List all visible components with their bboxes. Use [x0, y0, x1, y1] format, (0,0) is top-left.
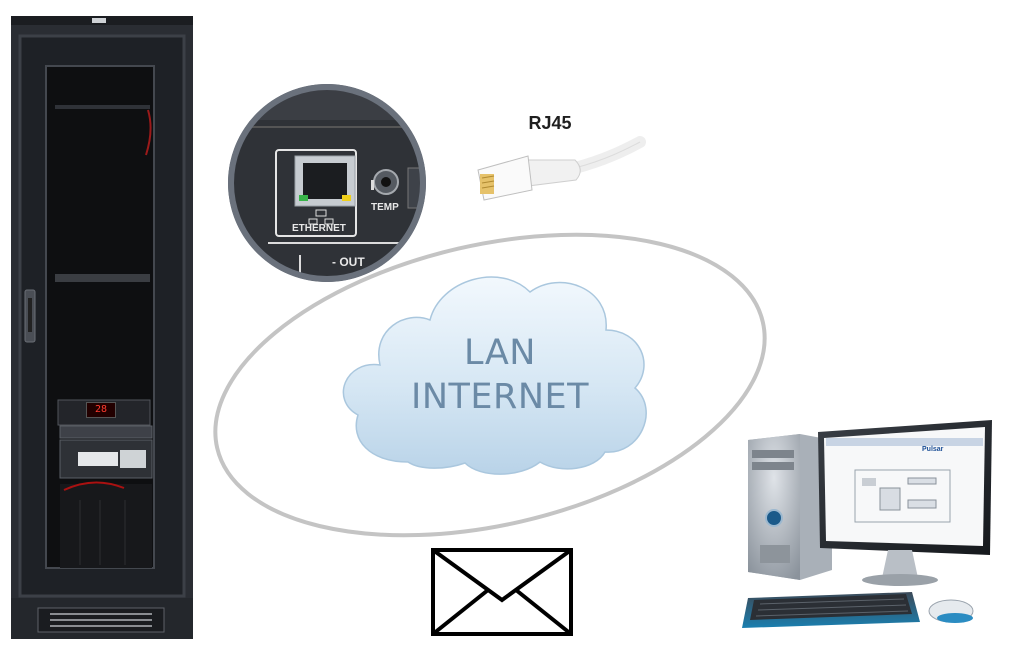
network-orbit [213, 232, 767, 538]
ethernet-port-label: ETHERNET [292, 223, 346, 234]
desktop-computer-icon [742, 420, 992, 628]
envelope-icon [431, 548, 573, 636]
out-port-label: - OUT [332, 255, 365, 269]
rack-temperature-display: 28 [86, 402, 116, 418]
cloud-icon [342, 276, 647, 475]
ethernet-port-icon [228, 84, 426, 282]
temp-port-label: TEMP [371, 202, 399, 213]
rj45-label: RJ45 [528, 113, 572, 133]
cloud-label-internet: INTERNET [411, 377, 589, 417]
monitor-brand-label: Pulsar [922, 446, 944, 453]
rack-cabinet-icon [11, 16, 193, 639]
cloud-label-lan: LAN [464, 333, 536, 373]
rj45-cable-icon [477, 136, 646, 201]
